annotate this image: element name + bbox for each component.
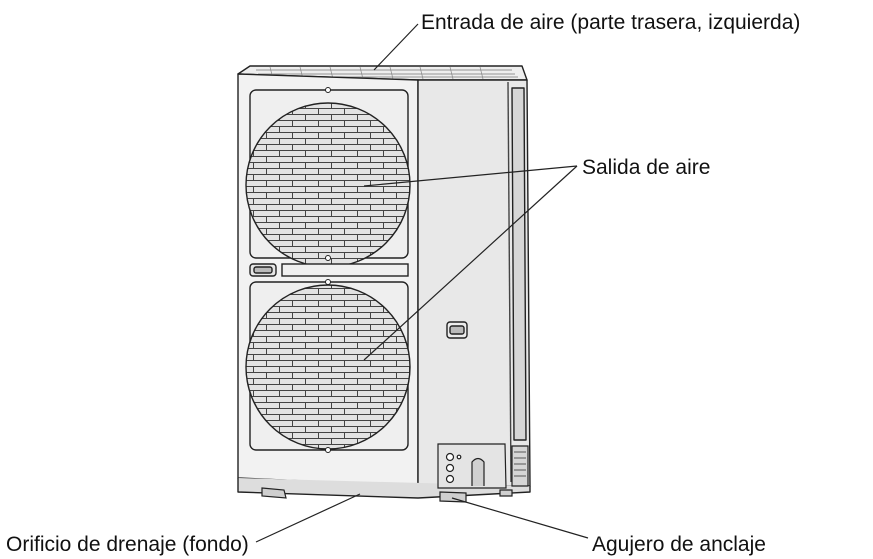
- front-handle: [249, 263, 409, 277]
- air-outlet-label: Salida de aire: [582, 156, 711, 179]
- leader-air-outlet-lower: [363, 165, 578, 361]
- service-panel: [437, 443, 529, 489]
- drain-hole-label: Orificio de drenaje (fondo): [6, 533, 249, 556]
- side-recess: [511, 87, 527, 441]
- air-inlet-label: Entrada de aire (parte trasera, izquierd…: [421, 11, 801, 34]
- leader-air-outlet-upper: [363, 165, 578, 187]
- leader-drain-hole: [255, 493, 361, 543]
- anchor-hole-label: Agujero de anclaje: [592, 533, 766, 556]
- side-handle: [446, 321, 468, 339]
- lower-fan-grille: [245, 279, 411, 453]
- upper-fan-grille: [245, 87, 411, 268]
- side-edge: [507, 81, 512, 483]
- leader-air-inlet: [373, 23, 419, 71]
- top-grille-slats: [269, 66, 484, 80]
- leader-lines: [255, 23, 589, 543]
- leader-anchor-hole: [451, 497, 589, 539]
